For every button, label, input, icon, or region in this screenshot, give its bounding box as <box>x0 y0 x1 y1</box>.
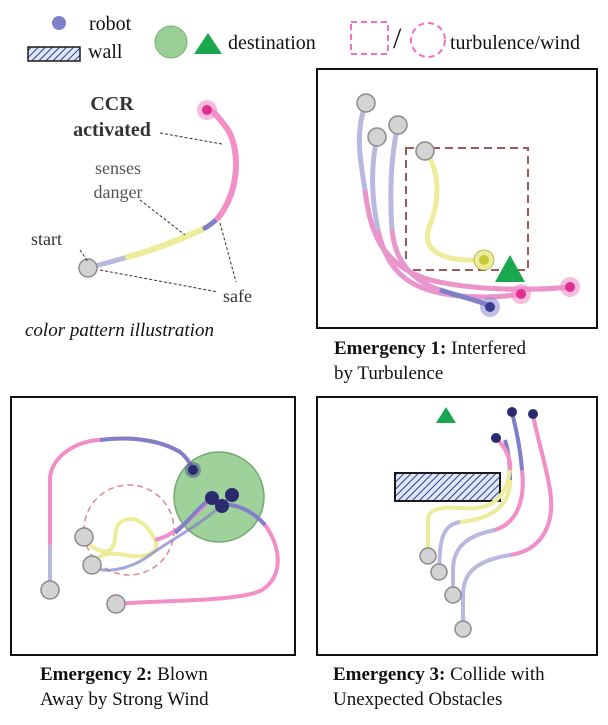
emergency1-caption: Emergency 1: Interfered by Turbulence <box>334 338 527 384</box>
emergency2-caption: Emergency 2: Blown Away by Strong Wind <box>40 664 209 710</box>
destination-marker-3 <box>436 407 456 423</box>
wall-legend-label: wall <box>88 41 123 63</box>
senses-danger-label: senses danger <box>93 158 143 202</box>
robot-legend-label: robot <box>89 13 132 35</box>
robot-legend-icon <box>52 16 66 30</box>
start-label: start <box>31 229 62 249</box>
wind-legend-icon <box>154 25 188 59</box>
wind-zone <box>173 451 265 543</box>
turbulence-box <box>405 147 529 271</box>
illus-path-danger <box>125 225 208 260</box>
legend-separator: / <box>393 22 402 55</box>
turbulence-box-legend-icon <box>350 21 389 55</box>
illus-robot-start <box>78 258 98 278</box>
destination-legend-label: destination <box>228 32 316 54</box>
emergency3-panel <box>316 396 598 656</box>
ccr-activated-label: CCR activated <box>73 93 151 141</box>
turbulence-legend-label: turbulence/wind <box>450 32 580 54</box>
illus-robot-end-core <box>202 105 212 115</box>
wall-legend-icon <box>27 46 81 62</box>
emergency3-caption: Emergency 3: Collide with Unexpected Obs… <box>333 664 545 710</box>
illustration-caption: color pattern illustration <box>25 320 214 341</box>
destination-marker-1 <box>495 255 525 282</box>
wall-obstacle <box>394 472 501 502</box>
safe-label: safe <box>223 286 252 306</box>
turbulence-circle-legend-icon <box>410 22 446 58</box>
destination-legend-icon <box>194 33 222 54</box>
